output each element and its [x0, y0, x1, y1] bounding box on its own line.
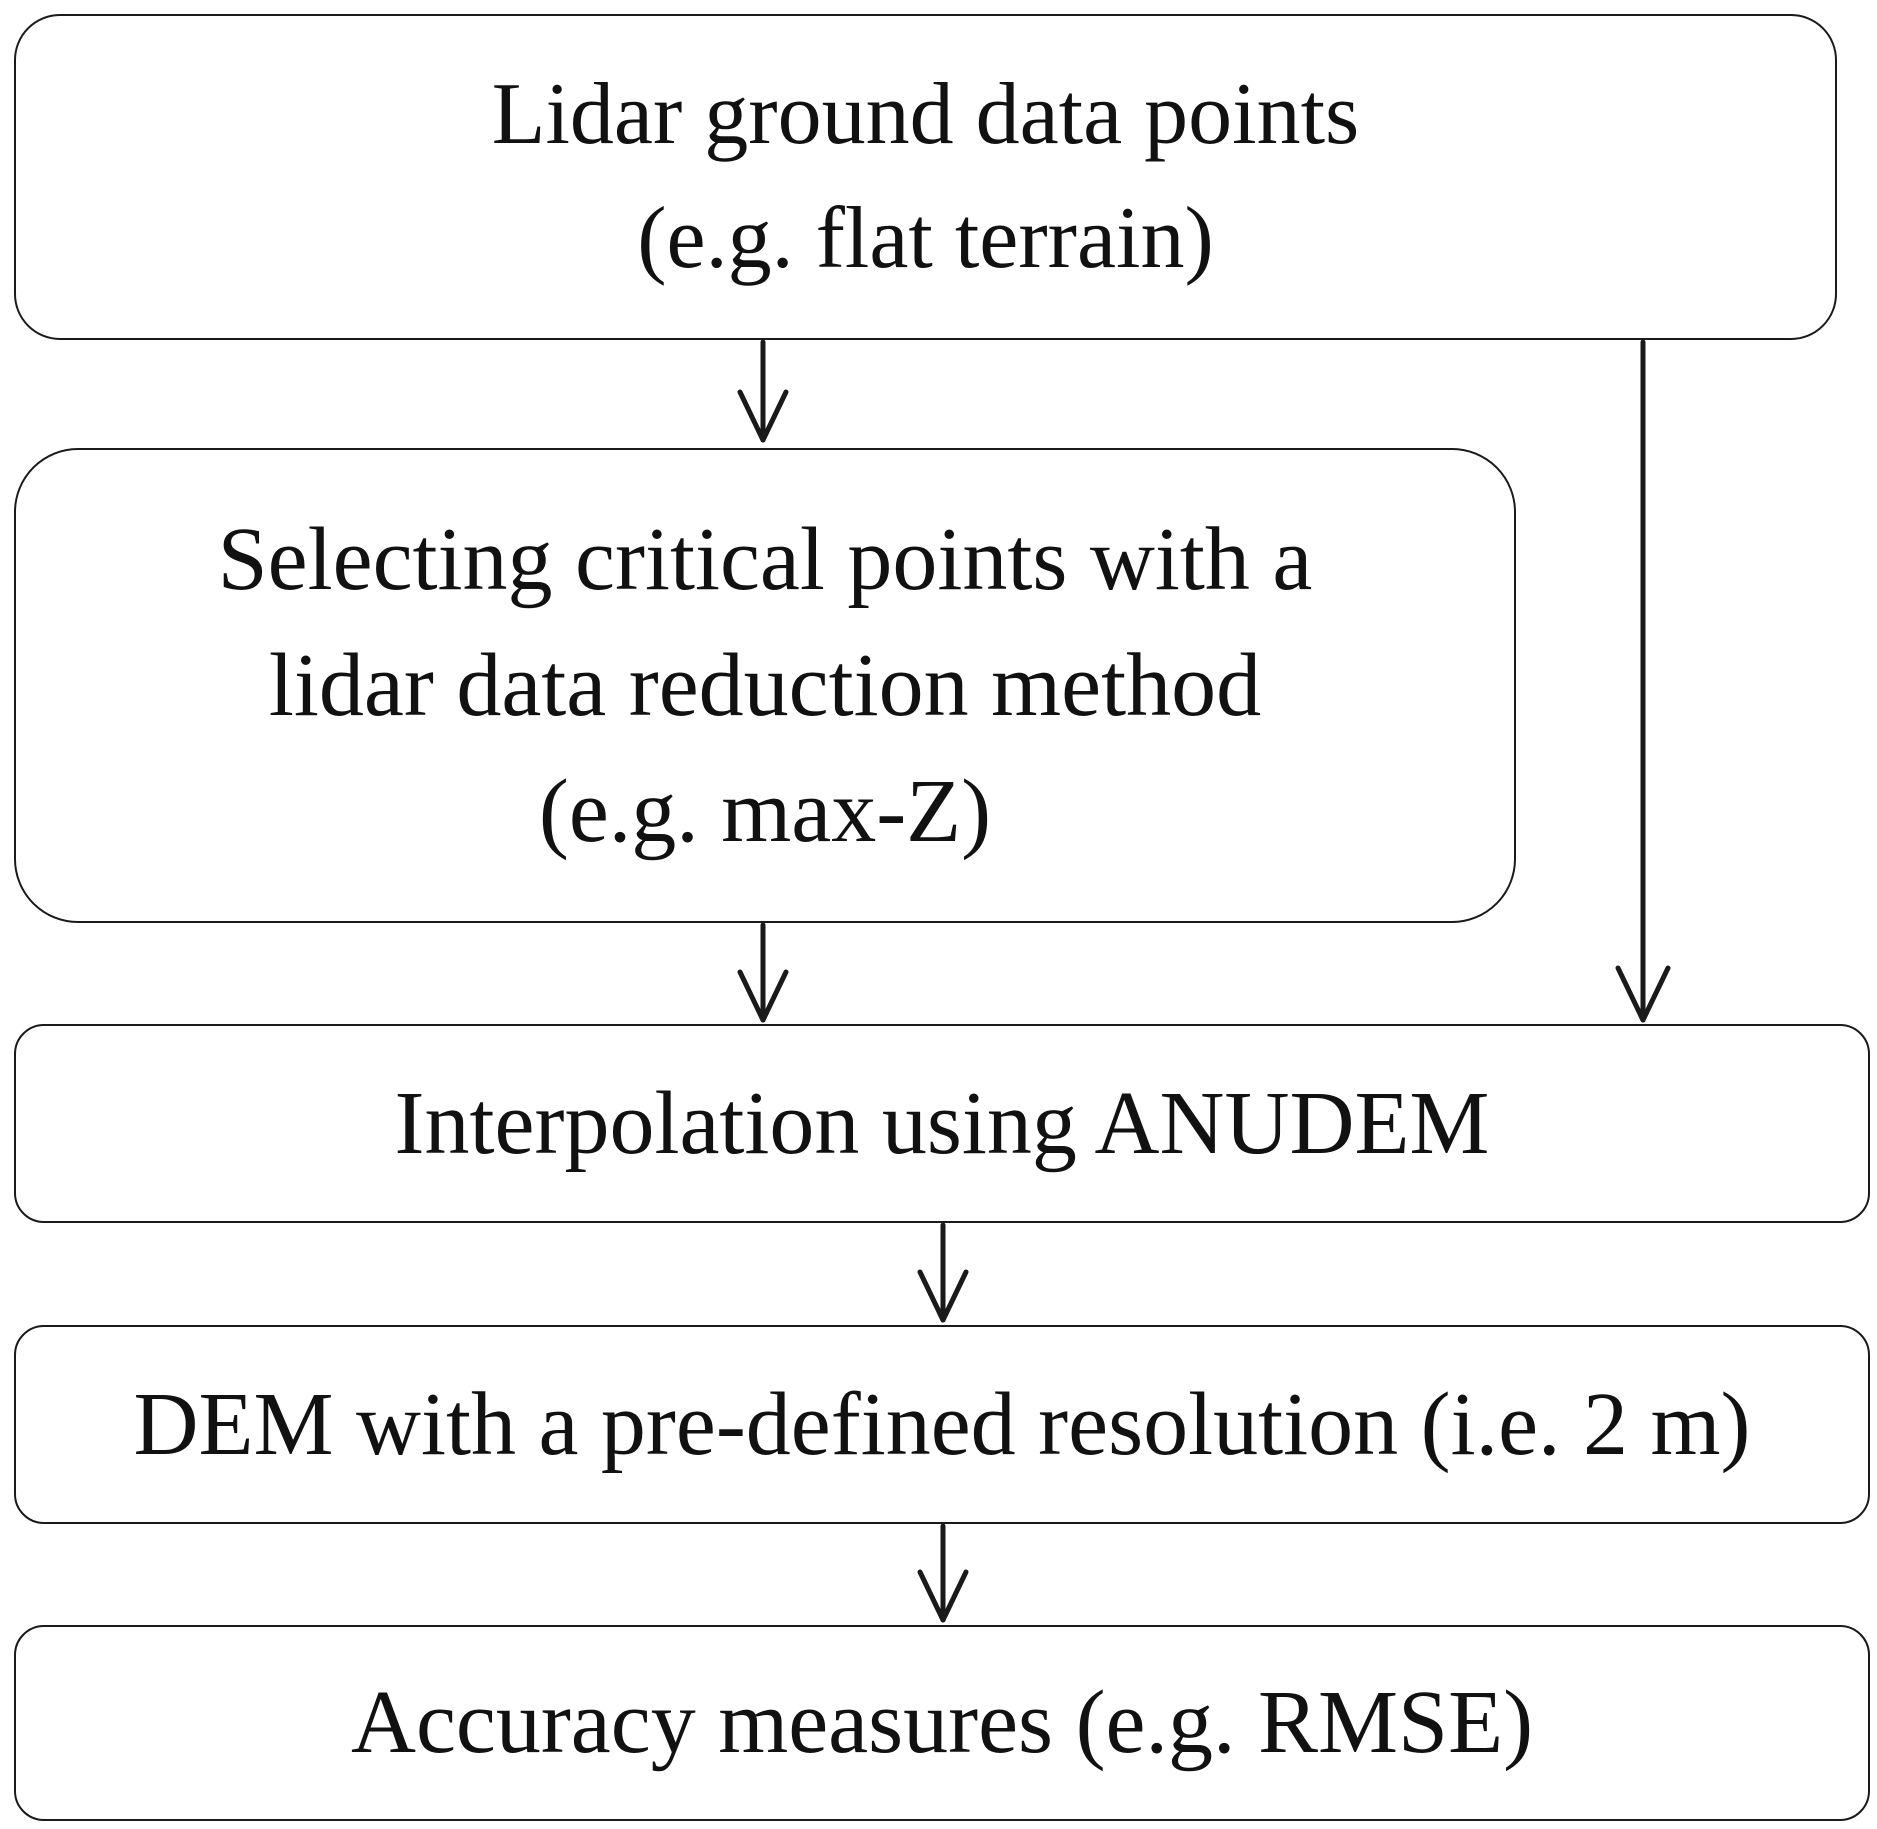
- step-select-line-2: lidar data reduction method: [268, 635, 1262, 735]
- arrow-interp-to-dem: [917, 1222, 969, 1323]
- step-lidar-ground-data-points: Lidar ground data points (e.g. flat terr…: [14, 14, 1837, 340]
- step-dem-line-1: DEM with a pre-defined resolution (i.e. …: [133, 1374, 1751, 1474]
- step-lidar-line-1: Lidar ground data points: [491, 66, 1360, 163]
- step-interp-line-1: Interpolation using ANUDEM: [394, 1073, 1490, 1173]
- step-dem-resolution: DEM with a pre-defined resolution (i.e. …: [14, 1325, 1870, 1524]
- step-accuracy-line-1: Accuracy measures (e.g. RMSE): [350, 1673, 1534, 1772]
- arrow-dem-to-accuracy: [917, 1523, 969, 1623]
- arrow-lidar-to-select: [737, 339, 789, 443]
- step-accuracy-measures: Accuracy measures (e.g. RMSE): [14, 1625, 1870, 1821]
- step-lidar-line-2: (e.g. flat terrain): [637, 190, 1214, 287]
- step-select-line-1: Selecting critical points with a: [217, 509, 1313, 609]
- arrow-lidar-to-interp: [1615, 339, 1671, 1023]
- step-selecting-critical-points: Selecting critical points with a lidar d…: [14, 448, 1516, 923]
- step-interpolation-anudem: Interpolation using ANUDEM: [14, 1024, 1870, 1223]
- arrow-select-to-interp: [737, 922, 789, 1023]
- step-select-line-3: (e.g. max-Z): [538, 761, 992, 861]
